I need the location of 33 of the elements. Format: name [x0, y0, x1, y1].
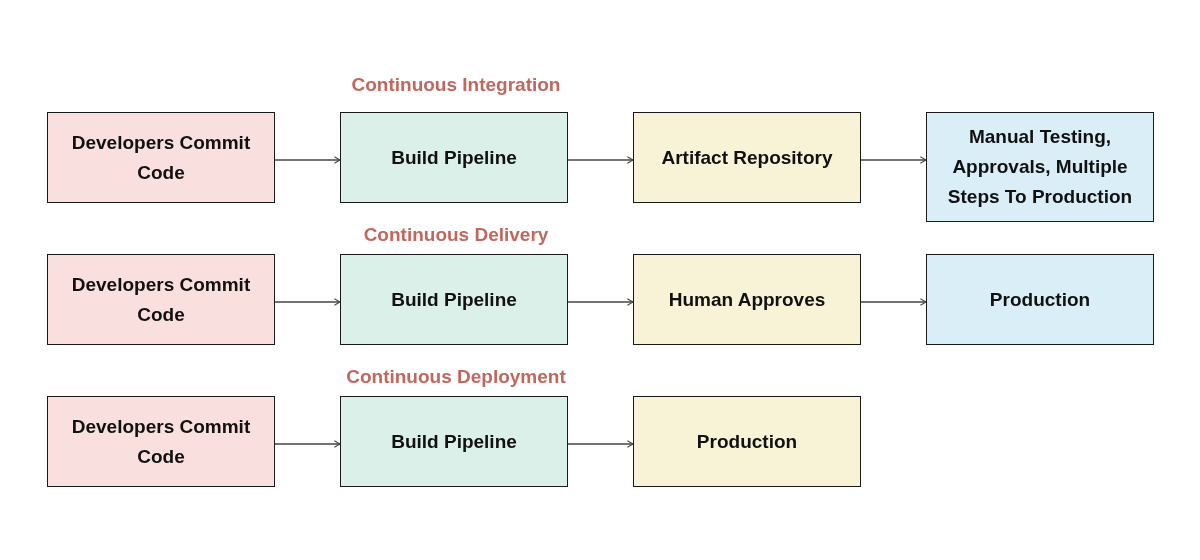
arrow	[274, 156, 341, 164]
process-box	[926, 112, 1154, 222]
section-heading: Continuous Deployment	[346, 366, 566, 388]
box-label: Build Pipeline	[391, 287, 517, 312]
box-label: Production	[696, 429, 798, 454]
process-box	[633, 396, 861, 487]
process-box	[47, 396, 275, 487]
arrow	[860, 156, 927, 164]
box-label: Developers Commit Code	[70, 130, 252, 185]
box-label: Developers Commit Code	[70, 272, 252, 327]
box-label: Build Pipeline	[391, 429, 517, 454]
process-box	[926, 254, 1154, 345]
process-box	[340, 112, 568, 203]
process-box	[633, 254, 861, 345]
arrow	[567, 156, 634, 164]
section-heading: Continuous Delivery	[363, 224, 549, 246]
box-label: Human Approves	[668, 287, 826, 312]
arrow	[860, 298, 927, 306]
section-heading: Continuous Integration	[351, 74, 561, 96]
arrow	[567, 298, 634, 306]
arrow	[274, 298, 341, 306]
box-label: Artifact Repository	[661, 145, 833, 170]
process-box	[340, 254, 568, 345]
box-label: Manual Testing, Approvals, Multiple Steps To Production	[946, 125, 1134, 209]
process-box	[47, 254, 275, 345]
box-label: Developers Commit Code	[70, 414, 252, 469]
arrow	[274, 440, 341, 448]
box-label: Production	[989, 287, 1091, 312]
box-label: Build Pipeline	[391, 145, 517, 170]
arrow	[567, 440, 634, 448]
process-box	[47, 112, 275, 203]
process-box	[340, 396, 568, 487]
process-box	[633, 112, 861, 203]
